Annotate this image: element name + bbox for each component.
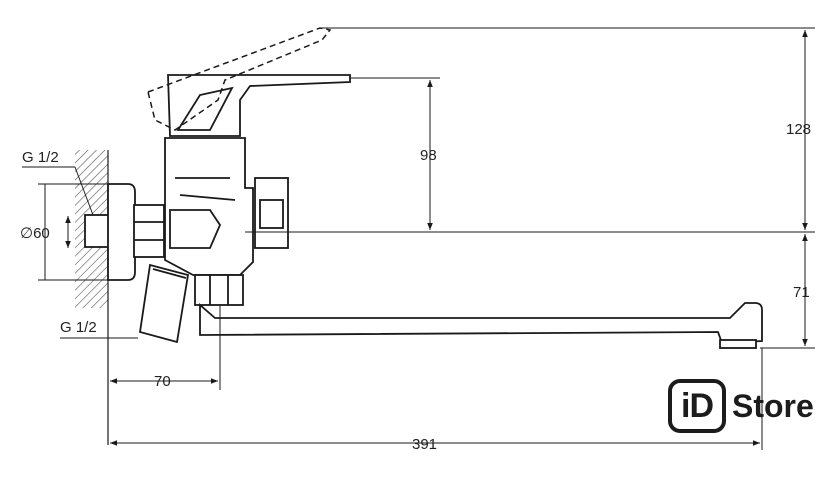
handle-raised-position	[147, 27, 332, 131]
dim-width-70: 70	[154, 373, 171, 390]
dim-thread-bottom: G 1/2	[60, 319, 97, 336]
wall-section	[75, 150, 109, 445]
dim-diameter: ∅60	[20, 225, 50, 242]
dimension-lines	[22, 27, 815, 450]
logo-word: Store	[732, 387, 814, 424]
dim-height-98: 98	[420, 147, 437, 164]
dim-thread-top: G 1/2	[22, 149, 59, 166]
dim-width-391: 391	[412, 436, 437, 453]
dim-height-71: 71	[793, 284, 810, 301]
idstore-logo: iD Store	[668, 377, 814, 435]
faucet-body	[84, 74, 763, 349]
logo-mark: iD	[668, 379, 726, 433]
dim-height-128: 128	[786, 121, 811, 138]
